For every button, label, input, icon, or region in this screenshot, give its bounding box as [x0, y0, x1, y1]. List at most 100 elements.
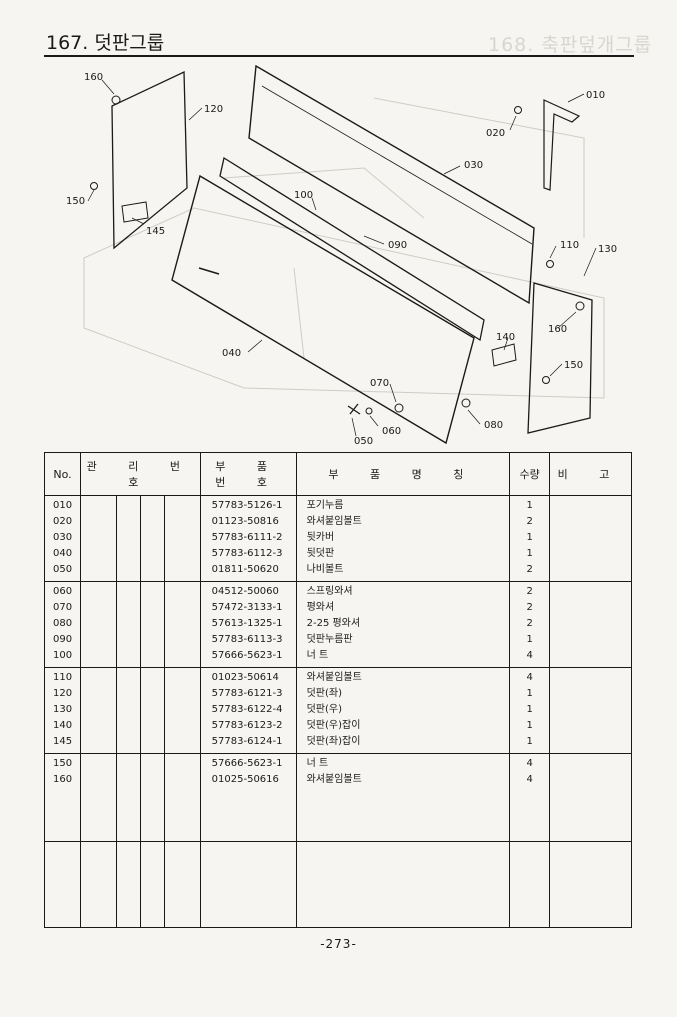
part-name: 스프링와셔 — [306, 586, 353, 597]
item-no: 040 — [53, 548, 73, 559]
table-row-group: 060 070 080 090 100 04512-50060 57472-31… — [44, 581, 632, 668]
item-no: 120 — [53, 688, 73, 699]
press-plate — [219, 156, 485, 342]
item-no: 110 — [53, 672, 73, 683]
header-quantity: 수량 — [509, 452, 551, 496]
quantity: 1 — [526, 688, 533, 699]
remarks-cell — [549, 667, 632, 754]
remarks-cell — [549, 841, 632, 928]
part-name: 덧판(좌) — [306, 688, 343, 699]
quantity: 1 — [526, 500, 533, 511]
callout: 090 — [388, 240, 407, 251]
item-no: 130 — [53, 704, 73, 715]
quantity: 2 — [526, 602, 533, 613]
table-row-empty — [44, 841, 632, 928]
mgmt-cell — [79, 581, 117, 668]
washer-070 — [394, 403, 404, 413]
part-name: 와셔붙임볼트 — [306, 516, 362, 527]
part-number-cell — [199, 841, 297, 928]
quantity-cell: 4 4 — [509, 753, 551, 842]
mgmt-cell — [163, 753, 201, 842]
part-name: 와셔붙임볼트 — [306, 672, 362, 683]
part-number: 04512-50060 — [211, 586, 279, 597]
part-name: 포기누름 — [306, 500, 344, 511]
no-cell: 060 070 080 090 100 — [44, 581, 81, 668]
mgmt-cell — [163, 581, 201, 668]
quantity-cell: 4 1 1 1 1 — [509, 667, 551, 754]
item-no: 140 — [53, 720, 73, 731]
remarks-cell — [549, 495, 632, 582]
quantity: 2 — [526, 586, 533, 597]
quantity: 2 — [526, 618, 533, 629]
quantity-cell: 2 2 2 1 4 — [509, 581, 551, 668]
part-number: 57783-5126-1 — [211, 500, 283, 511]
part-number: 57783-6121-3 — [211, 688, 283, 699]
part-number: 57783-6112-3 — [211, 548, 283, 559]
part-number: 01023-50614 — [211, 672, 279, 683]
rear-cover — [248, 64, 535, 305]
table-row-group: 010 020 030 040 050 57783-5126-1 01123-5… — [44, 495, 632, 582]
item-no: 020 — [53, 516, 73, 527]
part-name: 너 트 — [306, 650, 329, 661]
bolt-110 — [546, 260, 554, 268]
mgmt-cell — [163, 841, 201, 928]
no-cell: 010 020 030 040 050 — [44, 495, 81, 582]
part-name-cell: 스프링와셔 평와셔 2-25 평와셔 덧판누름판 너 트 — [295, 581, 511, 668]
bolt-160-right — [575, 301, 585, 311]
quantity: 1 — [526, 548, 533, 559]
bleed-through-title: 168. 축판덮개그룹 — [488, 34, 653, 56]
part-name-cell: 포기누름 와셔붙임볼트 뒷카버 뒷덧판 나비볼트 — [295, 495, 511, 582]
mgmt-cell — [115, 581, 141, 668]
callout: 130 — [598, 244, 617, 255]
left-plate-handle — [121, 201, 149, 223]
mgmt-cell — [163, 667, 201, 754]
parts-table: No. 관 리 번 호 부 품 번 호 부 품 명 칭 수량 비 고 010 0… — [44, 452, 632, 928]
mgmt-cell — [115, 667, 141, 754]
part-name-cell — [295, 841, 511, 928]
callout: 100 — [294, 190, 313, 201]
mgmt-cell — [79, 667, 117, 754]
butterfly-bolt-050 — [347, 403, 361, 415]
mgmt-cell — [79, 753, 117, 842]
quantity-cell — [509, 841, 551, 928]
header-no: No. — [44, 452, 81, 496]
part-name: 덧판(좌)잡이 — [306, 736, 361, 747]
part-name: 나비볼트 — [306, 564, 344, 575]
mgmt-cell — [115, 841, 141, 928]
quantity: 2 — [526, 564, 533, 575]
part-number: 57666-5623-1 — [211, 758, 283, 769]
washer-080 — [461, 398, 471, 408]
left-side-plate — [111, 70, 188, 250]
table-row-group: 110 120 130 140 145 01023-50614 57783-61… — [44, 667, 632, 754]
mgmt-cell — [139, 667, 165, 754]
nut-150-right — [542, 376, 550, 384]
quantity: 4 — [526, 758, 533, 769]
item-no: 050 — [53, 564, 73, 575]
no-cell: 110 120 130 140 145 — [44, 667, 81, 754]
part-number: 01123-50816 — [211, 516, 279, 527]
mgmt-cell — [115, 495, 141, 582]
part-name: 덧판누름판 — [306, 634, 353, 645]
callout: 120 — [204, 104, 223, 115]
remarks-cell — [549, 581, 632, 668]
callout: 040 — [222, 348, 241, 359]
quantity: 4 — [526, 774, 533, 785]
mgmt-cell — [79, 495, 117, 582]
item-no: 145 — [53, 736, 73, 747]
callout: 145 — [146, 226, 165, 237]
part-number: 57666-5623-1 — [211, 650, 283, 661]
nut-150-left — [90, 182, 98, 190]
item-no: 090 — [53, 634, 73, 645]
header-remarks: 비 고 — [549, 452, 632, 496]
quantity-cell: 1 2 1 1 2 — [509, 495, 551, 582]
header-part-number: 부 품 번 호 — [199, 452, 297, 496]
right-side-plate — [527, 282, 593, 434]
part-number: 57783-6123-2 — [211, 720, 283, 731]
part-name: 평와셔 — [306, 602, 335, 613]
part-name: 와셔붙임볼트 — [306, 774, 362, 785]
part-number: 57472-3133-1 — [211, 602, 283, 613]
quantity: 1 — [526, 720, 533, 731]
item-no: 030 — [53, 532, 73, 543]
callout: 110 — [560, 240, 579, 251]
callout-labels: 160 120 150 145 100 090 040 030 010 020 … — [66, 72, 617, 447]
